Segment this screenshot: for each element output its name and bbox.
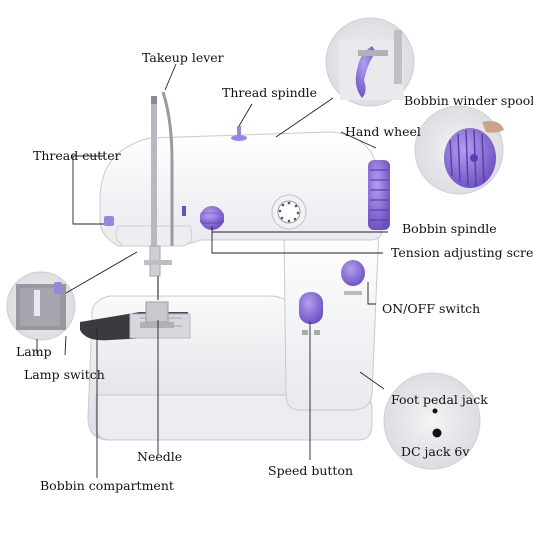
machine-pillar: [283, 229, 379, 411]
inset-jacks: [383, 372, 481, 470]
label-bobbin-spindle: Bobbin spindle: [402, 221, 497, 236]
inset-lamp: [6, 271, 76, 341]
label-lamp: Lamp: [16, 344, 52, 359]
label-dc-jack: DC jack 6v: [401, 444, 470, 459]
needle-assembly: [140, 245, 174, 328]
label-thread-cutter: Thread cutter: [33, 148, 121, 163]
inset-bobbin-winder: [325, 17, 415, 107]
bobbin-spindle-knob: [200, 206, 224, 230]
takeup-lever: [151, 91, 186, 246]
on-off-switch: [341, 260, 365, 295]
hand-wheel: [368, 160, 390, 230]
label-speed-button: Speed button: [268, 463, 354, 478]
label-bobbin-winder-spool: Bobbin winder spool: [404, 93, 533, 108]
thread-spindle: [231, 126, 247, 141]
lamp-small: [104, 216, 114, 226]
label-foot-pedal-jack: Foot pedal jack: [391, 392, 488, 407]
label-thread-spindle: Thread spindle: [222, 85, 318, 100]
label-hand-wheel: Hand wheel: [345, 124, 421, 139]
tension-dial: [271, 194, 307, 230]
label-on-off-switch: ON/OFF switch: [382, 301, 481, 316]
label-takeup-lever: Takeup lever: [142, 50, 224, 65]
label-bobbin-compartment: Bobbin compartment: [40, 478, 174, 493]
label-needle: Needle: [137, 449, 183, 464]
speed-button: [299, 292, 323, 335]
label-tension-adjusting-screw: Tension adjusting screw: [391, 245, 533, 260]
label-lamp-switch: Lamp switch: [24, 367, 105, 382]
inset-hand-wheel: [414, 105, 504, 195]
machine-arm: [99, 131, 383, 247]
leader-lines: [36, 63, 388, 478]
